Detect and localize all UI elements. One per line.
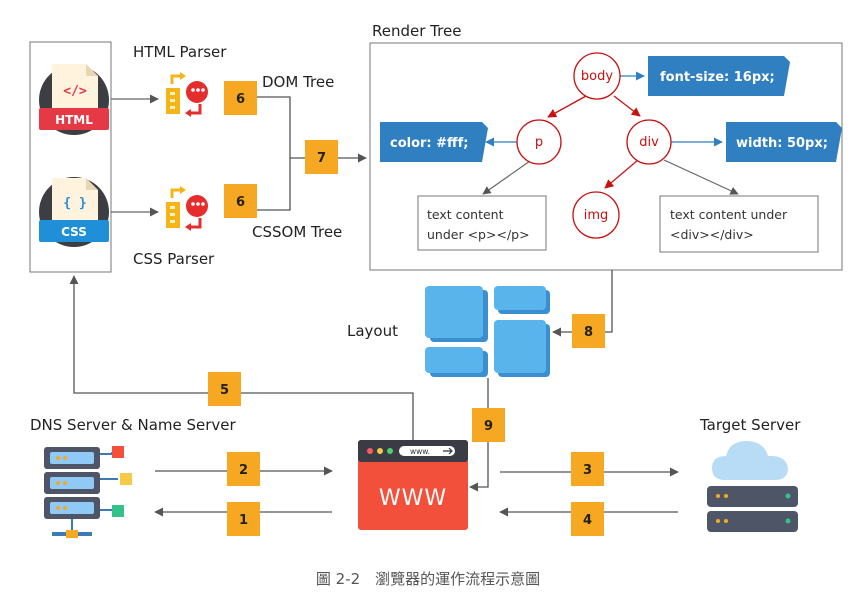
edge-body-div	[613, 95, 641, 117]
p-style-text: color: #fff;	[390, 136, 468, 151]
step-2-box	[227, 452, 260, 486]
step-9-box	[472, 408, 505, 442]
step-1-label: 1	[239, 513, 248, 528]
node-body-label: body	[581, 69, 613, 84]
div-style-text: width: 50px;	[736, 136, 828, 151]
trees-merge-bracket	[257, 96, 291, 211]
step-7-box	[305, 140, 338, 174]
edge-p-text	[482, 160, 531, 195]
step-6-css-label: 6	[236, 195, 245, 210]
step-4-label: 4	[583, 513, 592, 528]
node-body	[573, 52, 621, 100]
dns-server-label: DNS Server & Name Server	[30, 416, 237, 434]
div-text-line2: <div></div>	[670, 227, 754, 242]
node-img	[572, 191, 620, 239]
step-3-label: 3	[583, 463, 592, 478]
body-style-tag: font-size: 16px;	[648, 56, 790, 96]
p-style-tag: color: #fff;	[380, 122, 488, 162]
node-div-label: div	[639, 135, 659, 150]
step-4-box	[571, 502, 604, 536]
browser-window-icon: www. WWW	[358, 440, 468, 530]
p-text-line1: text content	[427, 207, 504, 222]
figure-caption: 圖 2-2 瀏覽器的運作流程示意圖	[316, 570, 540, 588]
edge-body-p	[547, 95, 587, 118]
node-p-label: p	[535, 135, 543, 150]
node-img-label: img	[584, 208, 609, 223]
html-badge-label: HTML	[55, 113, 93, 127]
p-text-content-box	[417, 195, 547, 251]
html-parser-label: HTML Parser	[133, 43, 227, 61]
browser-www-text: WWW	[379, 486, 447, 511]
step-9-label: 9	[484, 419, 493, 434]
css-parser-label: CSS Parser	[133, 250, 215, 268]
step-8-label: 8	[584, 325, 593, 340]
css-parser-icon	[166, 186, 208, 231]
browser-go-icon	[443, 447, 453, 455]
dom-tree-label: DOM Tree	[262, 73, 334, 91]
node-div	[626, 119, 672, 165]
div-text-line1: text content under	[670, 207, 788, 222]
step-6-html-label: 6	[236, 92, 245, 107]
edge-div-text	[663, 159, 739, 195]
step-1-box	[227, 502, 260, 536]
layout-label: Layout	[347, 322, 398, 340]
body-style-text: font-size: 16px;	[660, 70, 775, 85]
step-3-box	[571, 452, 604, 486]
browser-to-files-arrow	[69, 275, 414, 440]
html-symbol: </>	[63, 84, 87, 99]
step-2-label: 2	[239, 463, 248, 478]
css-file-icon: { } CSS	[39, 177, 109, 247]
edge-div-img	[604, 159, 639, 189]
target-server-label: Target Server	[699, 416, 801, 434]
p-text-line2: under <p></p>	[427, 227, 530, 242]
step-5-label: 5	[220, 383, 229, 398]
layout-icon	[425, 286, 550, 377]
target-server-icon	[707, 440, 798, 532]
node-p	[516, 119, 562, 165]
css-symbol: { }	[63, 196, 86, 211]
step-6-css-box	[224, 184, 257, 218]
div-style-tag: width: 50px;	[726, 122, 842, 162]
render-tree-label: Render Tree	[372, 22, 461, 40]
step-8-box	[572, 314, 605, 348]
css-badge-label: CSS	[61, 225, 87, 239]
step-5-box	[208, 372, 241, 406]
browser-url-text: www.	[410, 447, 430, 456]
cssom-tree-label: CSSOM Tree	[252, 223, 342, 241]
div-text-content-box	[659, 195, 819, 253]
html-parser-icon	[166, 72, 208, 117]
step-7-label: 7	[317, 151, 326, 166]
dns-server-icon	[44, 446, 132, 538]
step-6-html-box	[224, 81, 257, 115]
html-file-icon: </> HTML	[39, 64, 109, 135]
